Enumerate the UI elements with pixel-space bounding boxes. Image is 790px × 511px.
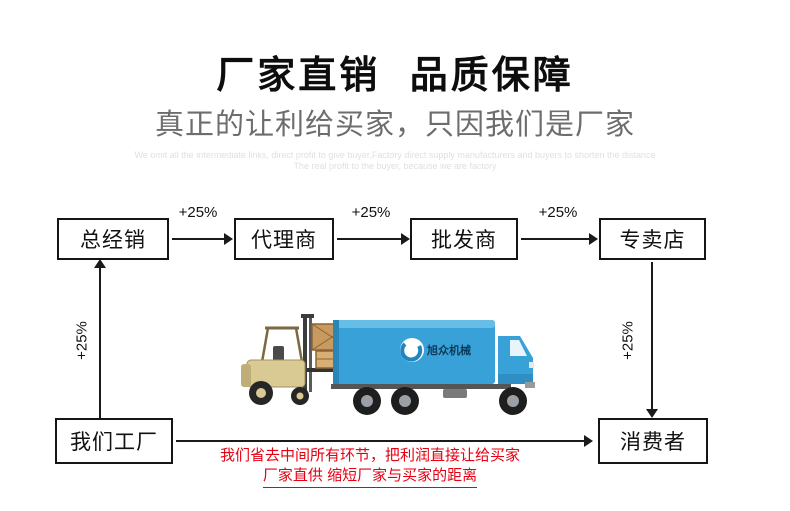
- arrow-up-icon: [94, 259, 106, 418]
- slogan-text: 我们省去中间所有环节，把利润直接让给买家 厂家直供 缩短厂家与买家的距离: [150, 446, 590, 488]
- node-consumer: 消费者: [598, 418, 708, 464]
- arrow-right-icon: [521, 233, 598, 245]
- arrow-right-icon: [337, 233, 410, 245]
- truck-forklift-graphic: 旭众机械: [241, 314, 537, 415]
- arrow-down-icon: [646, 262, 658, 418]
- slogan-line2: 厂家直供 缩短厂家与买家的距离: [150, 466, 590, 488]
- watermark-line2: The real profit to the buyer, because we…: [293, 161, 497, 171]
- truck-illustration: 旭众机械: [215, 300, 537, 425]
- truck-graphic: 旭众机械: [331, 320, 537, 415]
- increment-label-left: +25%: [73, 321, 91, 360]
- arrow-right-icon: [176, 435, 593, 447]
- increment-label-1: +25%: [178, 204, 218, 221]
- truck-logo-text: 旭众机械: [426, 343, 471, 357]
- node-agent: 代理商: [234, 218, 334, 260]
- node-our-factory: 我们工厂: [55, 418, 173, 464]
- watermark-line1: We omit all the intermediate links, dire…: [134, 150, 656, 160]
- node-general-distributor: 总经销: [57, 218, 169, 260]
- node-wholesaler: 批发商: [410, 218, 518, 260]
- watermark-text: We omit all the intermediate links, dire…: [0, 150, 790, 172]
- arrow-right-icon: [172, 233, 233, 245]
- node-retail-store: 专卖店: [599, 218, 706, 260]
- slogan-line1: 我们省去中间所有环节，把利润直接让给买家: [219, 447, 520, 464]
- increment-label-2: +25%: [351, 204, 391, 221]
- increment-label-3: +25%: [538, 204, 578, 221]
- page-title: 厂家直销 品质保障: [216, 55, 574, 97]
- increment-label-right: +25%: [619, 321, 637, 360]
- subtitle: 真正的让利给买家，只因我们是厂家: [154, 109, 635, 141]
